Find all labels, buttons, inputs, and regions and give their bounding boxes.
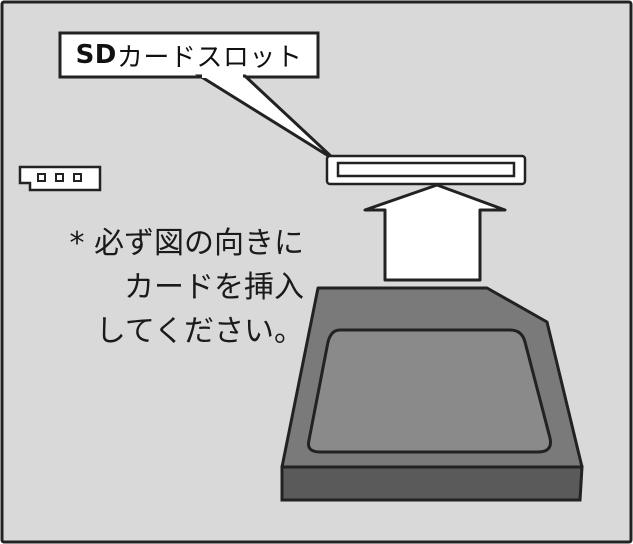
- callout-bubble: [58, 31, 337, 162]
- sd-card-icon: [280, 286, 584, 502]
- callout-label-bold: SD: [75, 40, 117, 70]
- three-pin-connector-icon: [18, 165, 102, 192]
- up-arrow-icon: [363, 183, 507, 282]
- card-slot-icon: [325, 154, 527, 186]
- note-line-2: カードを挿入: [124, 270, 304, 305]
- callout-label-rest: カードスロット: [116, 42, 303, 73]
- note-line-1: * 必ず図の向きに: [69, 226, 304, 261]
- note-line-3: してください。: [95, 314, 304, 349]
- insert-note: * 必ず図の向きに カードを挿入 してください。: [14, 222, 304, 354]
